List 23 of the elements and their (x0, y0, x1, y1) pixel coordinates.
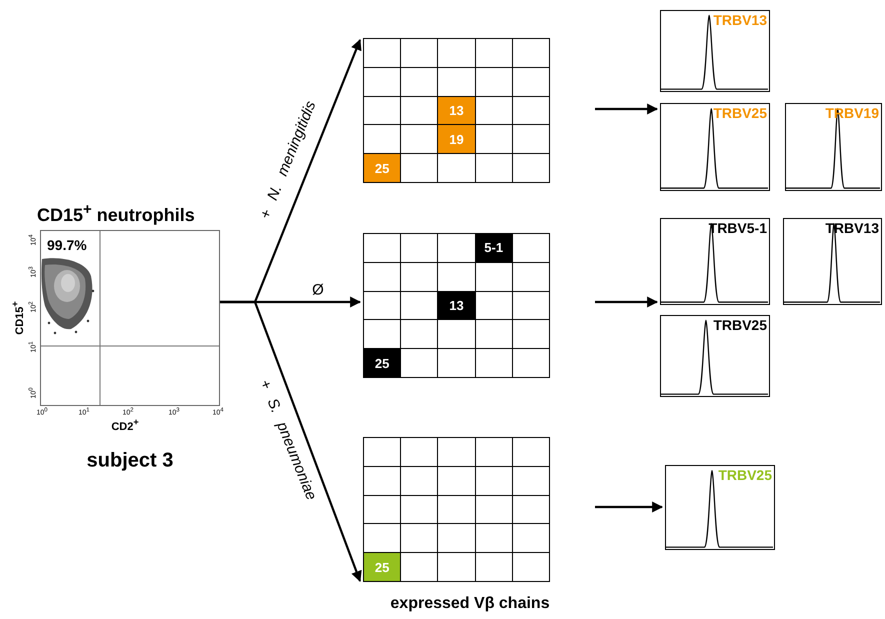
arrow (595, 104, 658, 114)
highlighted-cell: 25 (364, 154, 402, 183)
highlighted-cell: 25 (364, 553, 402, 582)
percentage-label: 99.7% (47, 237, 87, 253)
highlighted-cell: 13 (438, 292, 476, 320)
gene-label: TRBV13 (713, 12, 767, 28)
highlighted-cell: 5-1 (476, 234, 513, 263)
arrow (595, 296, 658, 308)
axis-label: CD2$^{+}$ (111, 417, 139, 433)
vbeta-grid (363, 233, 550, 378)
vbeta-grid (363, 38, 550, 183)
plot-title: CD15$^{+}$ neutrophils (37, 201, 195, 226)
highlighted-cell: 19 (438, 125, 476, 154)
arrow (220, 300, 362, 582)
gene-label: TRBV25 (718, 467, 772, 483)
highlighted-cell: 13 (438, 96, 476, 126)
highlighted-cell: 25 (364, 349, 402, 378)
vbeta-grid (363, 437, 550, 582)
gene-label: TRBV25 (713, 105, 767, 121)
subject-label: subject 3 (86, 450, 174, 472)
axis-caption: expressed Vβ chains (390, 595, 550, 613)
arrow (595, 502, 664, 512)
gene-label: TRBV25 (713, 317, 767, 333)
